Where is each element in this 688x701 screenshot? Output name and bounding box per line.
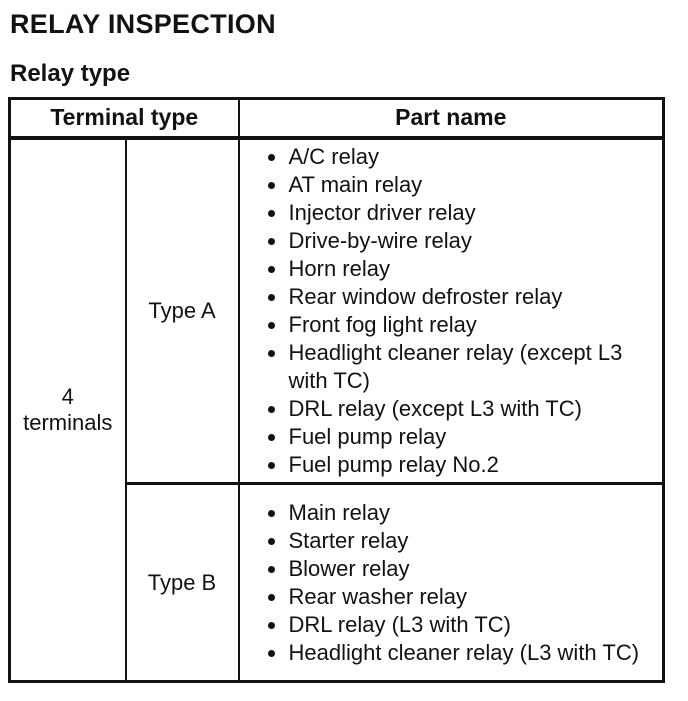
part-list-item: DRL relay (L3 with TC) (288, 611, 659, 639)
part-list-item: Injector driver relay (288, 199, 659, 227)
part-list-item: Rear window defroster relay (288, 283, 659, 311)
table-row-type-b: Type B Main relayStarter relayBlower rel… (9, 482, 665, 683)
part-list-item: Rear washer relay (288, 583, 659, 611)
part-list-item: A/C relay (288, 143, 659, 171)
part-list-item: Drive-by-wire relay (288, 227, 659, 255)
part-list-item: Main relay (288, 499, 659, 527)
page-title: RELAY INSPECTION (10, 9, 276, 39)
part-list-item: Front fog light relay (288, 311, 659, 339)
part-list-item: AT main relay (288, 171, 659, 199)
relay-type-table: Terminal type Part name 4 terminals Type… (8, 97, 665, 684)
table-header-row: Terminal type Part name (8, 97, 665, 141)
part-list-item: Horn relay (288, 255, 659, 283)
part-list-type-a: A/C relayAT main relayInjector driver re… (240, 143, 659, 479)
type-a-parts-cell: A/C relayAT main relayInjector driver re… (237, 137, 665, 485)
type-b-parts-cell: Main relayStarter relayBlower relayRear … (237, 482, 665, 683)
type-b-cell: Type B (124, 482, 240, 683)
document-page: RELAY INSPECTION Relay type Terminal typ… (0, 9, 688, 701)
part-list-item: Fuel pump relay (288, 423, 659, 451)
part-list-type-b: Main relayStarter relayBlower relayRear … (240, 499, 659, 667)
type-a-cell: Type A (124, 137, 240, 485)
header-cell-part-name: Part name (237, 97, 665, 141)
part-list-item: Fuel pump relay No.2 (288, 451, 659, 479)
part-list-item: Headlight cleaner relay (except L3 with … (288, 339, 659, 395)
part-list-item: Blower relay (288, 555, 659, 583)
section-title: Relay type (10, 60, 131, 88)
terminal-count-label: 4 terminals (23, 384, 113, 436)
terminal-count-cell: 4 terminals (8, 137, 127, 683)
part-list-item: DRL relay (except L3 with TC) (288, 395, 659, 423)
header-cell-terminal-type: Terminal type (8, 97, 240, 141)
table-row-type-a: 4 terminals Type A A/C relayAT main rela… (8, 137, 665, 683)
part-list-item: Headlight cleaner relay (L3 with TC) (288, 639, 659, 667)
part-list-item: Starter relay (288, 527, 659, 555)
